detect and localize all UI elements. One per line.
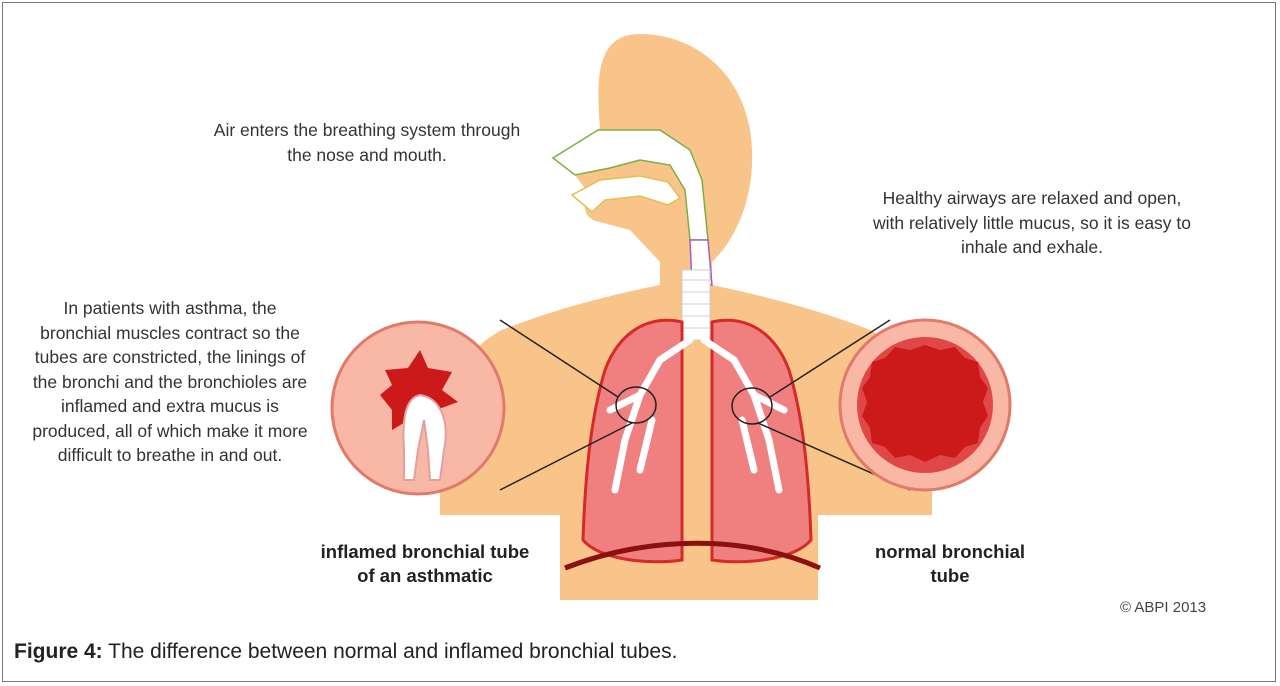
healthy-airways-note: Healthy airways are relaxed and open, wi… [872, 186, 1192, 260]
inflamed-tube-label: inflamed bronchial tube of an asthmatic [320, 540, 530, 588]
caption-label: Figure 4: [14, 640, 103, 663]
copyright-credit: © ABPI 2013 [1120, 599, 1206, 616]
inflamed-tube-magnified [332, 322, 504, 494]
air-entry-note: Air enters the breathing system through … [212, 118, 522, 167]
caption-text: The difference between normal and inflam… [103, 640, 678, 663]
normal-tube-magnified [840, 320, 1010, 490]
normal-tube-label: normal bronchial tube [870, 540, 1030, 588]
asthma-note: In patients with asthma, the bronchial m… [26, 296, 314, 468]
figure-caption: Figure 4: The difference between normal … [14, 640, 677, 664]
trachea [682, 270, 710, 340]
